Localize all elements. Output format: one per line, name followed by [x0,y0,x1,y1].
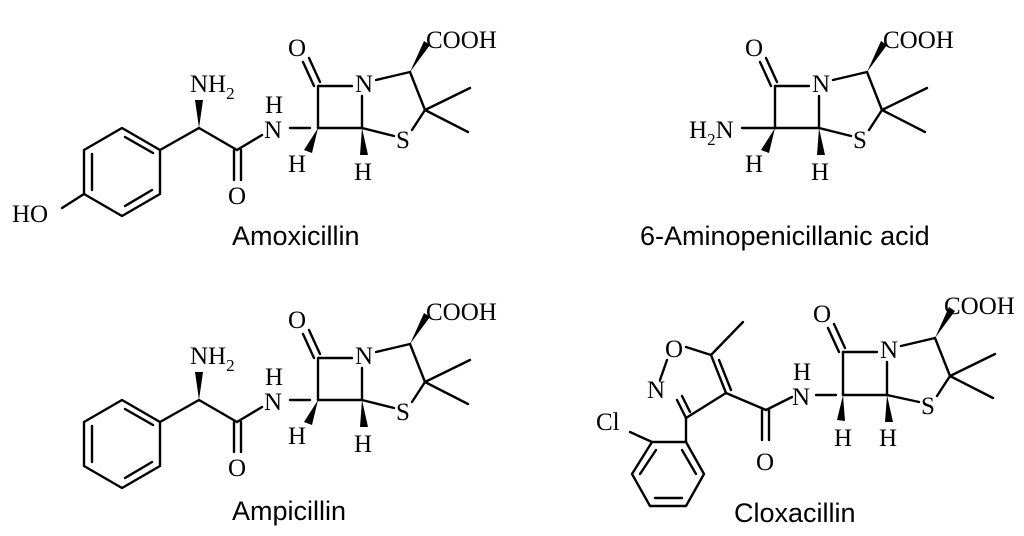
aminopenicillanic-acid-cooh-wedge [867,41,887,72]
amoxicillin-sulfur-label: S [396,127,410,154]
amoxicillin-amide-oxygen-label: O [228,183,246,210]
aminopenicillanic-acid-h-left-label: H [745,151,763,178]
ampicillin-caption: Ampicillin [232,496,346,526]
cloxacillin-isoxazole-nitrogen-label: N [647,377,665,404]
aminopenicillanic-acid-h-wedge-left [761,128,775,153]
ampicillin-oxo-label: O [288,307,306,334]
amoxicillin-cooh-label: COOH [426,27,497,54]
aminopenicillanic-acid-cooh-label: COOH [883,27,954,54]
ampicillin-stereo-wedge [195,372,203,400]
ampicillin-cooh-label: COOH [426,299,497,326]
cloxacillin-chlorine-label: Cl [596,409,620,436]
ampicillin-h-wedge-left [304,400,318,425]
cloxacillin-oxo-label: O [813,301,831,328]
cloxacillin-h-left-label: H [834,425,852,452]
cloxacillin-cooh-wedge [935,307,955,338]
cloxacillin-sulfur-label: S [921,393,935,420]
cloxacillin-chlorophenyl-ring [630,440,706,508]
amoxicillin-hydroxyl-label: HO [12,201,48,228]
amoxicillin-benzene-ring [82,126,162,218]
ampicillin-h-bottom-label: H [354,431,372,458]
cloxacillin-ring-nitrogen-label: N [880,337,898,364]
cloxacillin-caption: Cloxacillin [734,498,856,528]
ampicillin-h-left-label: H [288,423,306,450]
aminopenicillanic-acid-h-bottom-label: H [811,159,829,186]
amoxicillin-stereo-wedge [195,100,203,128]
ampicillin-amide-oxygen-label: O [228,455,246,482]
cloxacillin-h-wedge-bottom [885,395,893,422]
amoxicillin-oxo-label: O [288,35,306,62]
cloxacillin-amide-nitrogen-label: N [792,384,810,411]
cloxacillin-cooh-label: COOH [944,293,1015,320]
ampicillin-structure: NH2 O N H O N S COOH H H Ampicillin [82,299,497,526]
aminopenicillanic-acid-h-wedge-bottom [817,128,825,155]
cloxacillin-h-bottom-label: H [879,425,897,452]
ampicillin-cooh-wedge [410,313,430,344]
ampicillin-amine-label: NH2 [190,343,235,375]
aminopenicillanic-acid-caption: 6-Aminopenicillanic acid [640,221,930,251]
amoxicillin-h-wedge-bottom [360,128,368,155]
amoxicillin-amide-hydrogen-label: H [265,92,283,119]
amoxicillin-caption: Amoxicillin [232,221,360,251]
amoxicillin-structure: NH2 HO O N H O N S COOH H H Amoxicillin [12,27,497,251]
cloxacillin-structure: Cl O N O N H O N S COOH H H Cloxacillin [596,293,1015,528]
ampicillin-benzene-ring [82,398,162,490]
aminopenicillanic-acid-amine-label: H2N [689,117,734,149]
amoxicillin-ring-nitrogen-label: N [355,71,373,98]
ampicillin-amide-hydrogen-label: H [265,364,283,391]
aminopenicillanic-acid-sulfur-label: S [853,127,867,154]
ampicillin-amide-nitrogen-label: N [264,389,282,416]
amoxicillin-h-bottom-label: H [354,159,372,186]
aminopenicillanic-acid-oxo-label: O [745,35,763,62]
aminopenicillanic-acid-ring-nitrogen-label: N [812,71,830,98]
amoxicillin-h-wedge-left [304,128,318,153]
amoxicillin-h-left-label: H [288,151,306,178]
aminopenicillanic-acid-structure: H2N O N S COOH H H 6-Aminopenicillanic a… [640,27,954,251]
ampicillin-ring-nitrogen-label: N [355,343,373,370]
ampicillin-h-wedge-bottom [360,400,368,427]
amoxicillin-cooh-wedge [410,41,430,72]
amoxicillin-amide-nitrogen-label: N [264,117,282,144]
cloxacillin-amide-hydrogen-label: H [793,359,811,386]
amoxicillin-amine-label: NH2 [190,71,235,103]
cloxacillin-h-wedge-left [837,395,845,421]
cloxacillin-amide-oxygen-label: O [756,449,774,476]
cloxacillin-isoxazole-oxygen-label: O [665,336,683,363]
ampicillin-sulfur-label: S [396,399,410,426]
